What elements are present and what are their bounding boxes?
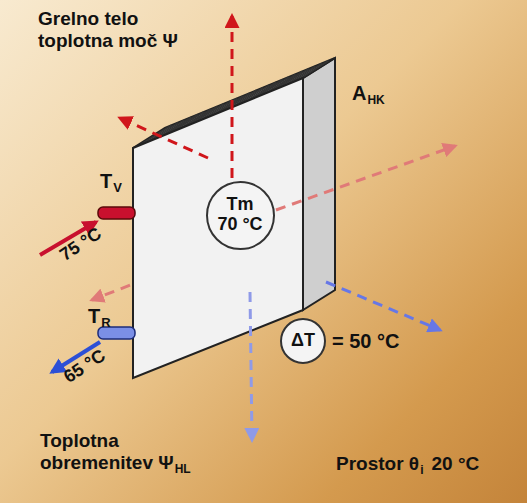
heat-arrow <box>326 282 440 330</box>
temp-symbol: T <box>100 170 112 193</box>
value-circle: ΔT <box>280 318 326 364</box>
temp-value: 75 °C <box>56 223 105 265</box>
title-text: Grelno telo toplotna moč Ψ <box>38 8 203 52</box>
supply-pipe <box>98 207 135 219</box>
circle-text: Tm <box>227 195 254 215</box>
room-temp: 20 °C <box>431 453 479 475</box>
radiator-side <box>303 58 335 310</box>
heat-arrow <box>231 16 234 178</box>
heat-arrow <box>276 146 455 210</box>
heat-arrow <box>250 292 252 440</box>
load-text: Toplotna obremenitev Ψ <box>40 430 190 474</box>
temp-value: 65 °C <box>60 345 109 387</box>
circle-text: ΔT <box>291 331 315 351</box>
heat-arrow <box>120 118 208 158</box>
area-symbol: A <box>352 82 366 105</box>
subscript: HK <box>367 94 384 108</box>
circle-text: 70 °C <box>217 215 262 235</box>
value-circle: Tm70 °C <box>206 181 275 250</box>
subscript: V <box>113 181 122 196</box>
radiator-front <box>133 78 303 378</box>
subscript: HL <box>175 463 191 477</box>
subscript: R <box>101 316 110 331</box>
temp-symbol: T <box>88 305 100 328</box>
delta-value: = 50 °C <box>332 330 399 353</box>
room-text: Prostor θ <box>336 453 419 475</box>
subscript: i <box>420 464 423 478</box>
